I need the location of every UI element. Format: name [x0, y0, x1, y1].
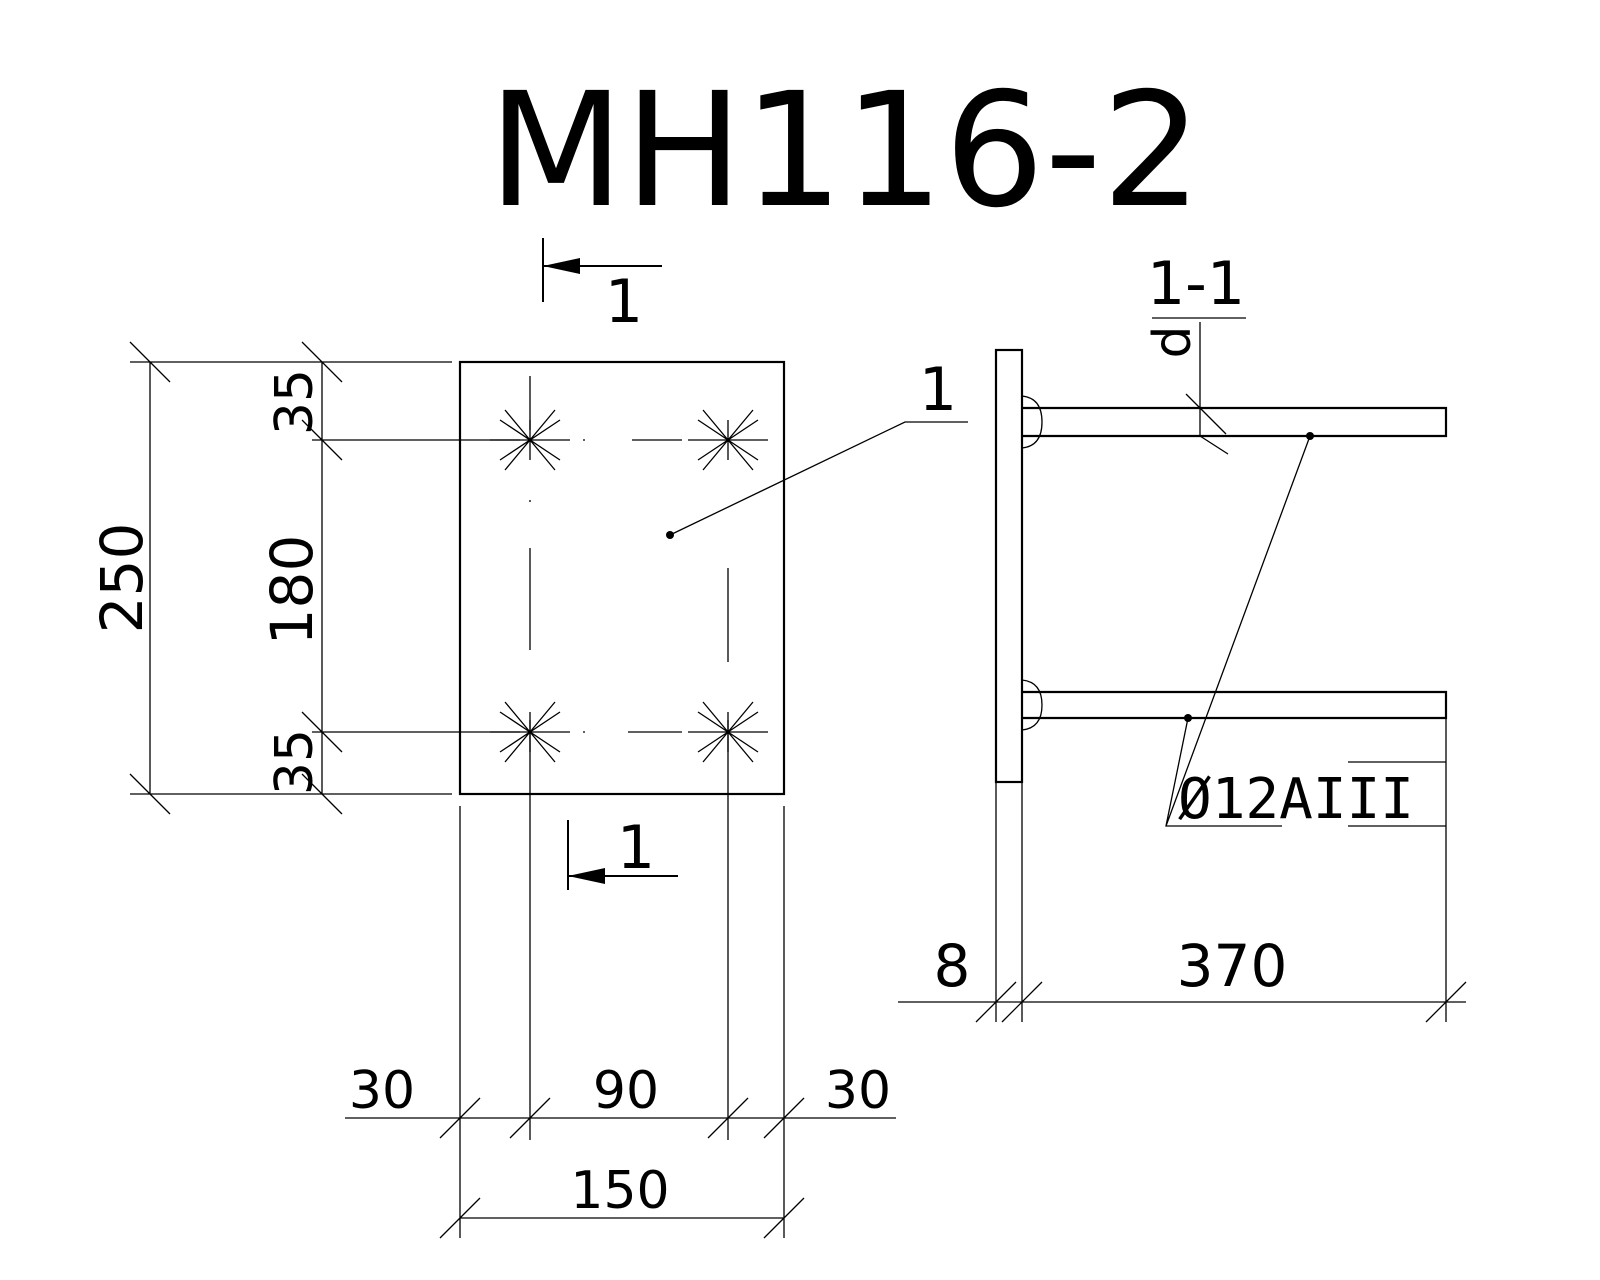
dim-plate-thickness: 8	[934, 932, 971, 1000]
rebar-leader	[1165, 435, 1311, 827]
section-mark-top: 1	[605, 267, 643, 337]
dim-line-section	[898, 718, 1467, 1023]
callout-leader	[669, 421, 968, 536]
anchor-bar-bottom	[1022, 690, 1448, 720]
callout-number: 1	[919, 355, 957, 425]
callout-dot	[666, 531, 674, 539]
dim-between-bars: 180	[258, 535, 326, 646]
rebar-class-bars	[1348, 761, 1446, 827]
dim-diameter: d	[1143, 325, 1203, 358]
anchor-bar-top	[1022, 406, 1448, 438]
anchor-bar-marker	[490, 409, 570, 471]
dim-left-edge: 30	[349, 1061, 415, 1121]
dim-top-edge: 35	[265, 369, 325, 435]
weld-top	[1021, 395, 1043, 449]
section-cut-top	[542, 238, 662, 302]
dim-line-diameter	[1185, 322, 1229, 455]
rebar-spec: Ø12AIII	[1178, 767, 1414, 832]
section-arrow-top	[543, 258, 580, 274]
plan-view: 1 1 1 250 35 180 35 30 90 30 150	[88, 238, 968, 1239]
rebar-leader-dot	[1306, 432, 1314, 440]
dim-line-bars	[301, 341, 520, 815]
bar-centerline	[529, 376, 682, 1140]
section-mark-bottom: 1	[617, 813, 655, 883]
dim-bar-length: 370	[1177, 932, 1288, 1000]
section-view: 1-1 d Ø12AIII 8 370	[898, 249, 1467, 1023]
dim-overall-height: 250	[88, 523, 156, 634]
dim-line-overall-height	[129, 341, 452, 815]
dim-line-horizontal	[345, 806, 896, 1139]
section-title: 1-1	[1147, 249, 1245, 319]
plate-outline	[458, 360, 786, 796]
rebar-leader-dot	[1184, 714, 1192, 722]
section-arrow-bottom	[568, 868, 605, 884]
dim-between-bars-h: 90	[593, 1061, 659, 1121]
bar-centerline	[628, 568, 729, 1140]
section-plate	[994, 348, 1024, 784]
dim-line-overall-width	[439, 1138, 805, 1239]
anchor-bar-marker	[688, 409, 768, 471]
dim-right-edge: 30	[825, 1061, 891, 1121]
drawing-title: MH116-2	[488, 59, 1202, 243]
dim-bottom-edge: 35	[265, 729, 325, 795]
dim-overall-width: 150	[570, 1161, 669, 1221]
weld-bottom	[1021, 679, 1043, 731]
